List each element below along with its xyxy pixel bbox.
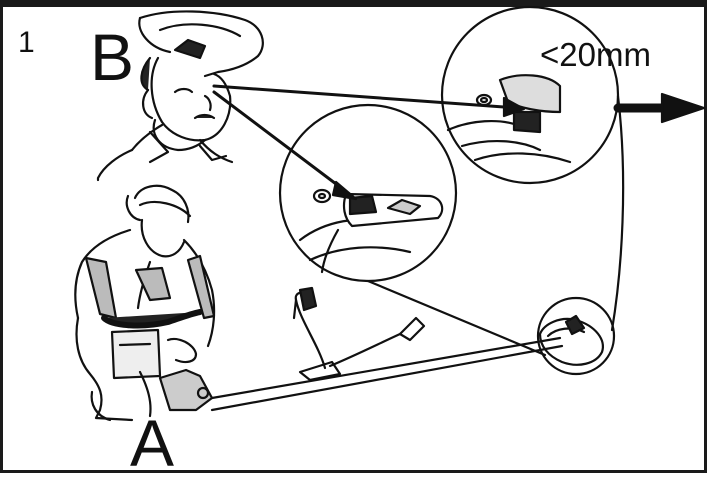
measurement-label: <20mm <box>540 38 651 71</box>
figure-number: 1 <box>18 26 35 60</box>
direction-arrow-icon <box>618 94 704 122</box>
label-b: B <box>90 24 134 90</box>
label-a: A <box>130 410 174 476</box>
brush-cutter-icon <box>212 288 603 410</box>
kneeling-operator-icon <box>75 186 214 420</box>
